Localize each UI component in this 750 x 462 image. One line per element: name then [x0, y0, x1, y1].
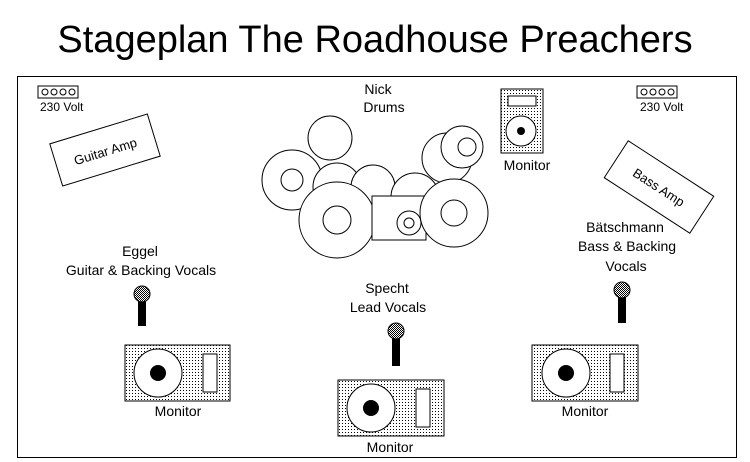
bassist-name: Bätschmann: [586, 219, 664, 235]
monitor-right-label: Monitor: [562, 403, 609, 419]
guitarist-microphone: [133, 285, 151, 326]
page-title: Stageplan The Roadhouse Preachers: [57, 19, 693, 61]
monitor-right: [531, 344, 639, 402]
drum-monitor: [500, 88, 544, 154]
bassist-role-line1: Bass & Backing: [578, 238, 676, 254]
lead-name: Specht: [365, 280, 409, 296]
monitor-left-label: Monitor: [155, 403, 202, 419]
monitor-center-label: Monitor: [367, 439, 414, 455]
lead-role: Lead Vocals: [350, 299, 426, 315]
power-label-right: 230 Volt: [640, 100, 684, 114]
drum-kit: [261, 115, 489, 259]
bassist-role-line2: Vocals: [605, 258, 646, 274]
monitor-center: [337, 379, 445, 437]
lead-microphone: [387, 322, 405, 366]
drummer-role: Drums: [363, 99, 404, 115]
power-outlet-left: [37, 85, 79, 99]
power-outlet-right: [636, 85, 678, 99]
guitarist-role: Guitar & Backing Vocals: [66, 262, 216, 278]
monitor-left: [124, 344, 231, 402]
guitarist-name: Eggel: [122, 243, 158, 259]
guitar-amp: Guitar Amp: [49, 113, 161, 187]
drummer-name: Nick: [364, 81, 392, 97]
drum-monitor-label: Monitor: [504, 157, 551, 173]
stage-outline: [17, 76, 737, 458]
power-label-left: 230 Volt: [40, 100, 84, 114]
bassist-microphone: [613, 281, 631, 323]
